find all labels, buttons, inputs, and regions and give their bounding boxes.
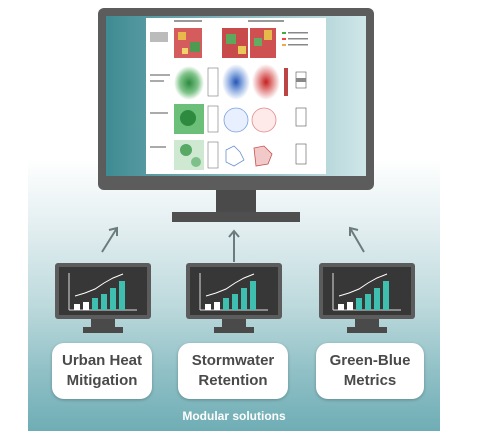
module-label-urban-heat: Urban Heat Mitigation — [61, 352, 143, 389]
module-card-urban-heat: Urban Heat Mitigation — [52, 343, 152, 399]
bar-chart-trend-icon — [319, 263, 415, 333]
module-label-stormwater: Stormwater Retention — [191, 352, 275, 389]
module-monitor-3 — [319, 263, 415, 339]
module-card-stormwater: Stormwater Retention — [178, 343, 288, 399]
module-label-green-blue: Green-Blue Metrics — [329, 352, 411, 389]
module-card-green-blue: Green-Blue Metrics — [316, 343, 424, 399]
module-monitor-2 — [186, 263, 282, 339]
bar-chart-trend-icon — [55, 263, 151, 333]
main-monitor-graphic — [98, 8, 374, 222]
footer-label: Modular solutions — [182, 409, 286, 423]
module-monitor-1 — [55, 263, 151, 339]
main-monitor — [98, 8, 374, 224]
bar-chart-trend-icon — [186, 263, 282, 333]
